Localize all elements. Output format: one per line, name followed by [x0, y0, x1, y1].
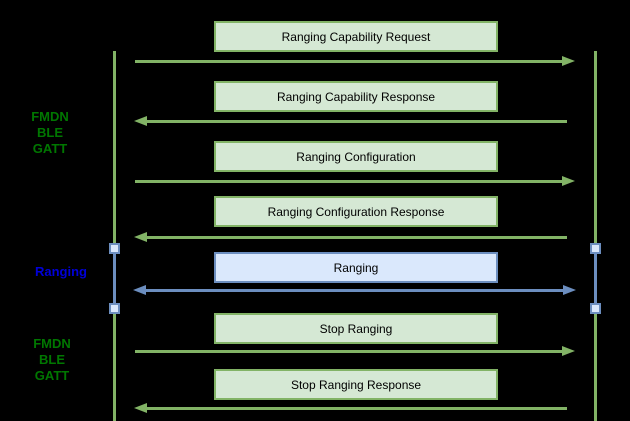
arrow-ranging-configuration-response [0, 231, 630, 244]
activation-endpoint-square [109, 243, 120, 254]
phase-label-fmdn-ble-gatt-bottom: FMDN BLE GATT [12, 336, 92, 384]
phase-label-fmdn-ble-gatt-top: FMDN BLE GATT [10, 109, 90, 157]
arrow-ranging-capability-request [0, 55, 630, 68]
arrow-line [135, 350, 564, 353]
message-box-ranging-configuration-response: Ranging Configuration Response [214, 196, 498, 227]
phase-label-line: FMDN [31, 109, 69, 124]
arrow-line [147, 120, 567, 123]
arrow-stop-ranging [0, 345, 630, 358]
arrowhead-right-icon [563, 285, 576, 295]
arrowhead-right-icon [562, 176, 575, 186]
message-box-ranging-configuration: Ranging Configuration [214, 141, 498, 172]
arrowhead-left-icon [134, 116, 147, 126]
message-box-stop-ranging: Stop Ranging [214, 313, 498, 344]
phase-label-line: BLE [39, 352, 65, 367]
activation-endpoint-square [109, 303, 120, 314]
message-box-ranging: Ranging [214, 252, 498, 283]
phase-label-ranging: Ranging [21, 264, 101, 280]
lifeline-left [113, 51, 116, 421]
activation-endpoint-square [590, 303, 601, 314]
arrow-line [135, 60, 564, 63]
message-box-ranging-capability-response: Ranging Capability Response [214, 81, 498, 112]
arrowhead-left-icon [134, 403, 147, 413]
phase-label-line: Ranging [35, 264, 87, 279]
message-box-stop-ranging-response: Stop Ranging Response [214, 369, 498, 400]
arrow-line [147, 407, 567, 410]
phase-label-line: FMDN [33, 336, 71, 351]
arrowhead-right-icon [562, 346, 575, 356]
arrow-stop-ranging-response [0, 402, 630, 415]
arrow-ranging-capability-response [0, 115, 630, 128]
arrowhead-right-icon [562, 56, 575, 66]
ranging-activation-segment-right [594, 247, 597, 309]
activation-endpoint-square [590, 243, 601, 254]
lifeline-right [594, 51, 597, 421]
arrow-line [146, 289, 564, 292]
phase-label-line: GATT [32, 141, 68, 156]
arrow-ranging-bidirectional [0, 284, 630, 297]
arrow-line [147, 236, 567, 239]
phase-label-line: GATT [34, 368, 70, 383]
arrowhead-left-icon [134, 232, 147, 242]
phase-label-line: BLE [37, 125, 63, 140]
arrow-ranging-configuration [0, 175, 630, 188]
arrowhead-left-icon [133, 285, 146, 295]
message-box-ranging-capability-request: Ranging Capability Request [214, 21, 498, 52]
ranging-activation-segment-left [113, 247, 116, 309]
arrow-line [135, 180, 564, 183]
